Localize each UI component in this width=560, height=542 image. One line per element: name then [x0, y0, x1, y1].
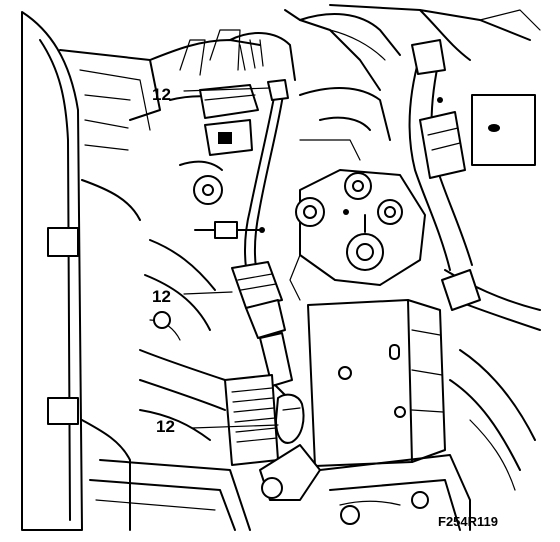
callout-leaders [183, 87, 279, 429]
upper-right-components [284, 4, 541, 166]
figure-reference-id: F254R119 [438, 514, 498, 529]
center-left-brackets [144, 160, 265, 341]
left-body-panel [21, 11, 161, 531]
callout-label-12-bottom: 12 [156, 417, 175, 436]
upper-left-hoses [149, 29, 296, 156]
cover-plate [307, 299, 446, 467]
callout-label-12-top: 12 [152, 85, 171, 104]
right-coolant-hose [408, 39, 541, 331]
throttle-housing [289, 169, 426, 301]
callout-label-12-middle: 12 [152, 287, 171, 306]
sensor-cable-assembly [231, 79, 305, 444]
lower-assembly [89, 349, 536, 531]
